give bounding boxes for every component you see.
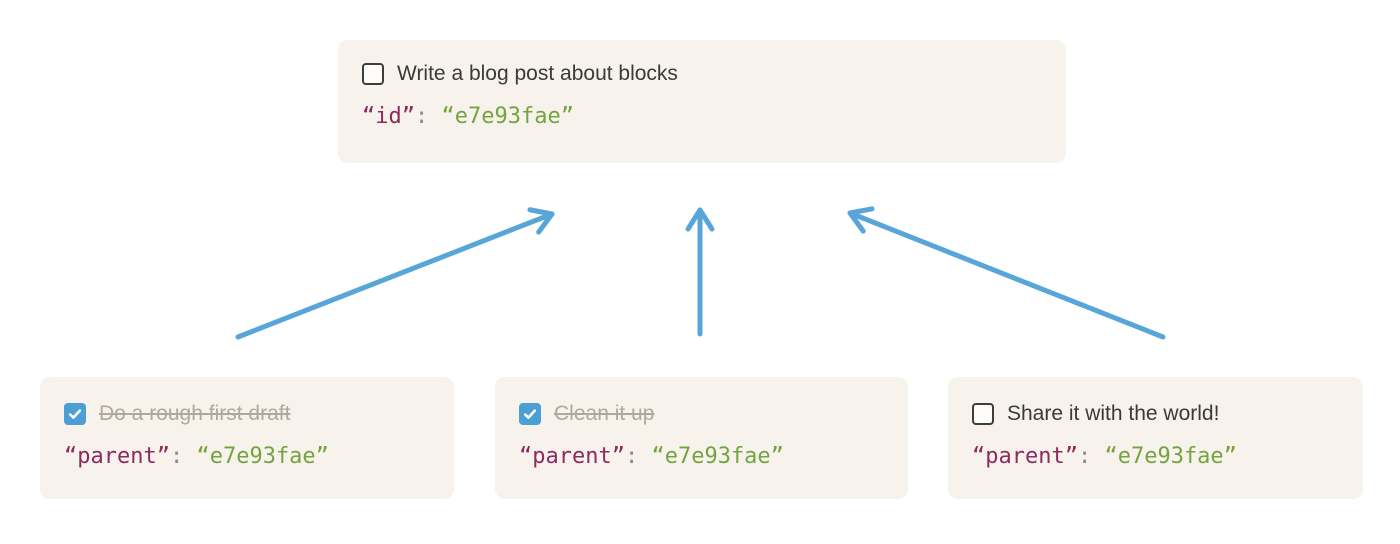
code-separator: :	[169, 444, 197, 469]
todo-label: Clean it up	[554, 402, 655, 425]
checkbox-unchecked-icon[interactable]	[362, 63, 384, 85]
code-value: “e7e93fae”	[651, 444, 784, 469]
code-separator: :	[624, 444, 652, 469]
child-block-card: Do a rough first draft “parent”: “e7e93f…	[40, 377, 454, 499]
todo-row: Write a blog post about blocks	[362, 61, 1042, 87]
todo-row: Clean it up	[519, 401, 884, 427]
code-key: “id”	[362, 104, 415, 129]
block-parent-code: “parent”: “e7e93fae”	[519, 442, 884, 472]
code-key: “parent”	[972, 444, 1078, 469]
checkmark-icon	[68, 409, 82, 419]
arrow-child3-to-parent	[847, 206, 1166, 340]
parent-block-card: Write a blog post about blocks “id”: “e7…	[338, 40, 1066, 163]
checkbox-checked-icon[interactable]	[64, 403, 86, 425]
todo-label: Write a blog post about blocks	[397, 62, 678, 85]
todo-row: Do a rough first draft	[64, 401, 430, 427]
arrow-child1-to-parent	[235, 207, 555, 340]
code-key: “parent”	[64, 444, 170, 469]
block-parent-code: “parent”: “e7e93fae”	[972, 442, 1339, 472]
block-id-code: “id”: “e7e93fae”	[362, 102, 1042, 132]
code-value: “e7e93fae”	[196, 444, 329, 469]
code-value: “e7e93fae”	[441, 104, 574, 129]
block-parent-code: “parent”: “e7e93fae”	[64, 442, 430, 472]
checkbox-unchecked-icon[interactable]	[972, 403, 994, 425]
code-separator: :	[414, 104, 442, 129]
code-key: “parent”	[519, 444, 625, 469]
checkbox-checked-icon[interactable]	[519, 403, 541, 425]
todo-row: Share it with the world!	[972, 401, 1339, 427]
code-value: “e7e93fae”	[1104, 444, 1237, 469]
code-separator: :	[1077, 444, 1105, 469]
checkmark-icon	[523, 409, 537, 419]
child-block-card: Share it with the world! “parent”: “e7e9…	[948, 377, 1363, 499]
child-block-card: Clean it up “parent”: “e7e93fae”	[495, 377, 908, 499]
todo-label: Do a rough first draft	[99, 402, 291, 425]
todo-label: Share it with the world!	[1007, 402, 1220, 425]
